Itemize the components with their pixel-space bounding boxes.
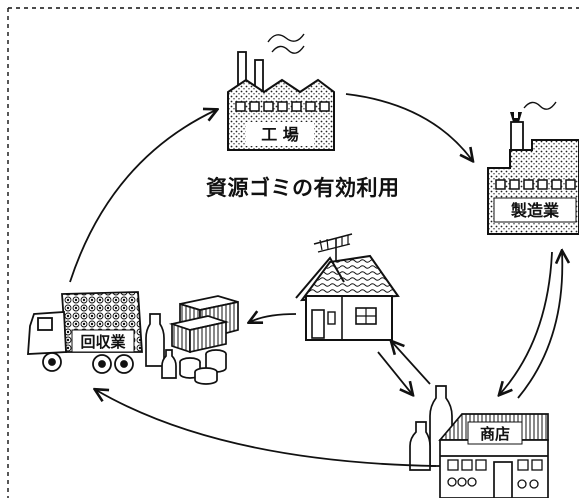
arrow-shop-to-manufacturer: [517, 252, 562, 399]
arrow-manufacturer-to-shop: [500, 251, 553, 394]
factory-label: 工 場: [261, 125, 299, 144]
arrow-collector-to-factory: [69, 110, 216, 283]
collector-label: 回収業: [80, 333, 126, 351]
manufacturer-icon: 製造業: [487, 101, 579, 235]
house-icon: [295, 233, 400, 341]
diagram-title: 資源ゴミの有効利用: [206, 175, 400, 200]
arrow-shop-to-house: [392, 342, 431, 385]
arrow-factory-to-manufacturer: [345, 93, 472, 160]
arrow-house-to-shop: [377, 351, 412, 394]
recyclables-icon: [145, 295, 239, 385]
arrow-shop-to-collector: [96, 390, 437, 467]
factory-icon: 工 場: [227, 33, 335, 151]
collection-truck-icon: 回収業: [27, 291, 143, 374]
shop-label: 商店: [480, 425, 510, 443]
manufacturer-label: 製造業: [510, 201, 560, 220]
dashed-border: [7, 7, 579, 498]
shop-icon: 商店: [409, 385, 549, 499]
arrow-house-to-recyclables: [250, 314, 297, 322]
